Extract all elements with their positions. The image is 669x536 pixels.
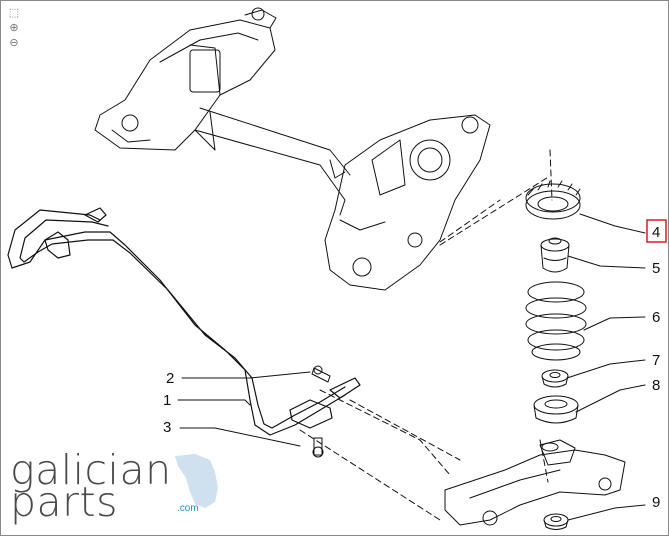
fit-to-window-icon[interactable]: ⬚ (8, 7, 20, 19)
trailing-arm (444, 439, 626, 526)
callout-9: 9 (652, 494, 660, 511)
bump-stop[interactable] (540, 237, 570, 273)
zoom-in-icon[interactable]: ⊕ (9, 22, 19, 34)
zoom-toolbar: ⬚ ⊕ ⊖ (7, 6, 23, 51)
alignment-lines (299, 149, 553, 521)
galicianparts-logo: galician parts .com (10, 446, 225, 526)
coil-spring[interactable] (525, 281, 587, 361)
bolt-2[interactable] (311, 365, 331, 383)
callout-4: 4 (652, 224, 660, 241)
callout-7: 7 (652, 352, 660, 369)
nut[interactable] (543, 513, 569, 530)
lower-spring-seat[interactable] (533, 395, 579, 424)
anti-roll-bar[interactable] (7, 207, 361, 436)
callout-4-highlight[interactable] (646, 219, 667, 243)
logo-line-2: parts (10, 478, 118, 526)
spring-pad[interactable] (541, 369, 569, 388)
logo-line-1: galician (10, 446, 172, 494)
zoom-out-icon[interactable]: ⊖ (9, 37, 19, 49)
callout-labels: 2 1 3 4 5 6 7 8 9 (163, 219, 667, 511)
upper-spring-seat[interactable] (525, 180, 581, 220)
callout-5: 5 (652, 260, 660, 277)
callout-6: 6 (652, 309, 660, 326)
logo-map-shape (175, 454, 218, 508)
bolt-3[interactable] (312, 437, 324, 458)
callout-2: 2 (166, 370, 174, 387)
leader-lines (177, 213, 646, 521)
callout-1: 1 (163, 392, 171, 409)
callout-3: 3 (163, 419, 171, 436)
logo-suffix: .com (177, 503, 199, 514)
rear-subframe (94, 7, 491, 291)
callout-8: 8 (652, 377, 660, 394)
